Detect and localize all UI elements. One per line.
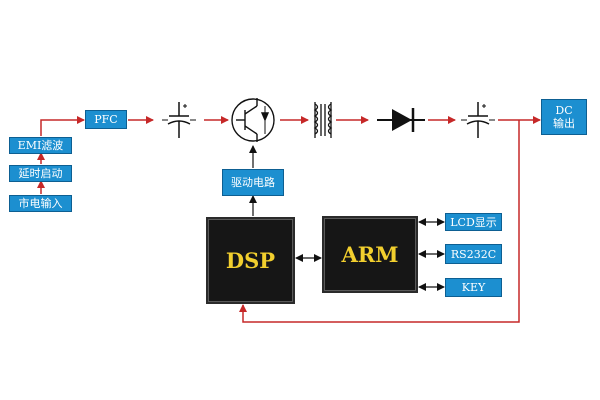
rs232c-box: RS232C [445,244,502,264]
output-capacitor-icon [461,102,495,138]
key-box: KEY [445,278,502,297]
transformer-icon [313,102,333,138]
feedback-arrow [239,120,520,323]
delay-start-box: 延时启动 [9,165,72,182]
diode-icon [377,108,425,132]
mains-input-box: 市电输入 [9,195,72,212]
arm-chip: ARM [322,216,418,293]
lcd-display-box: LCD显示 [445,213,502,231]
dsp-chip: DSP [206,217,295,304]
pfc-box: PFC [85,110,127,129]
arrow-emi-to-pfc [40,116,85,136]
dc-output-box: DC 输出 [541,99,587,135]
capacitor-icon [162,102,196,138]
emi-filter-box: EMI滤波 [9,137,72,154]
driver-circuit-box: 驱动电路 [222,169,284,196]
igbt-icon [231,98,275,142]
